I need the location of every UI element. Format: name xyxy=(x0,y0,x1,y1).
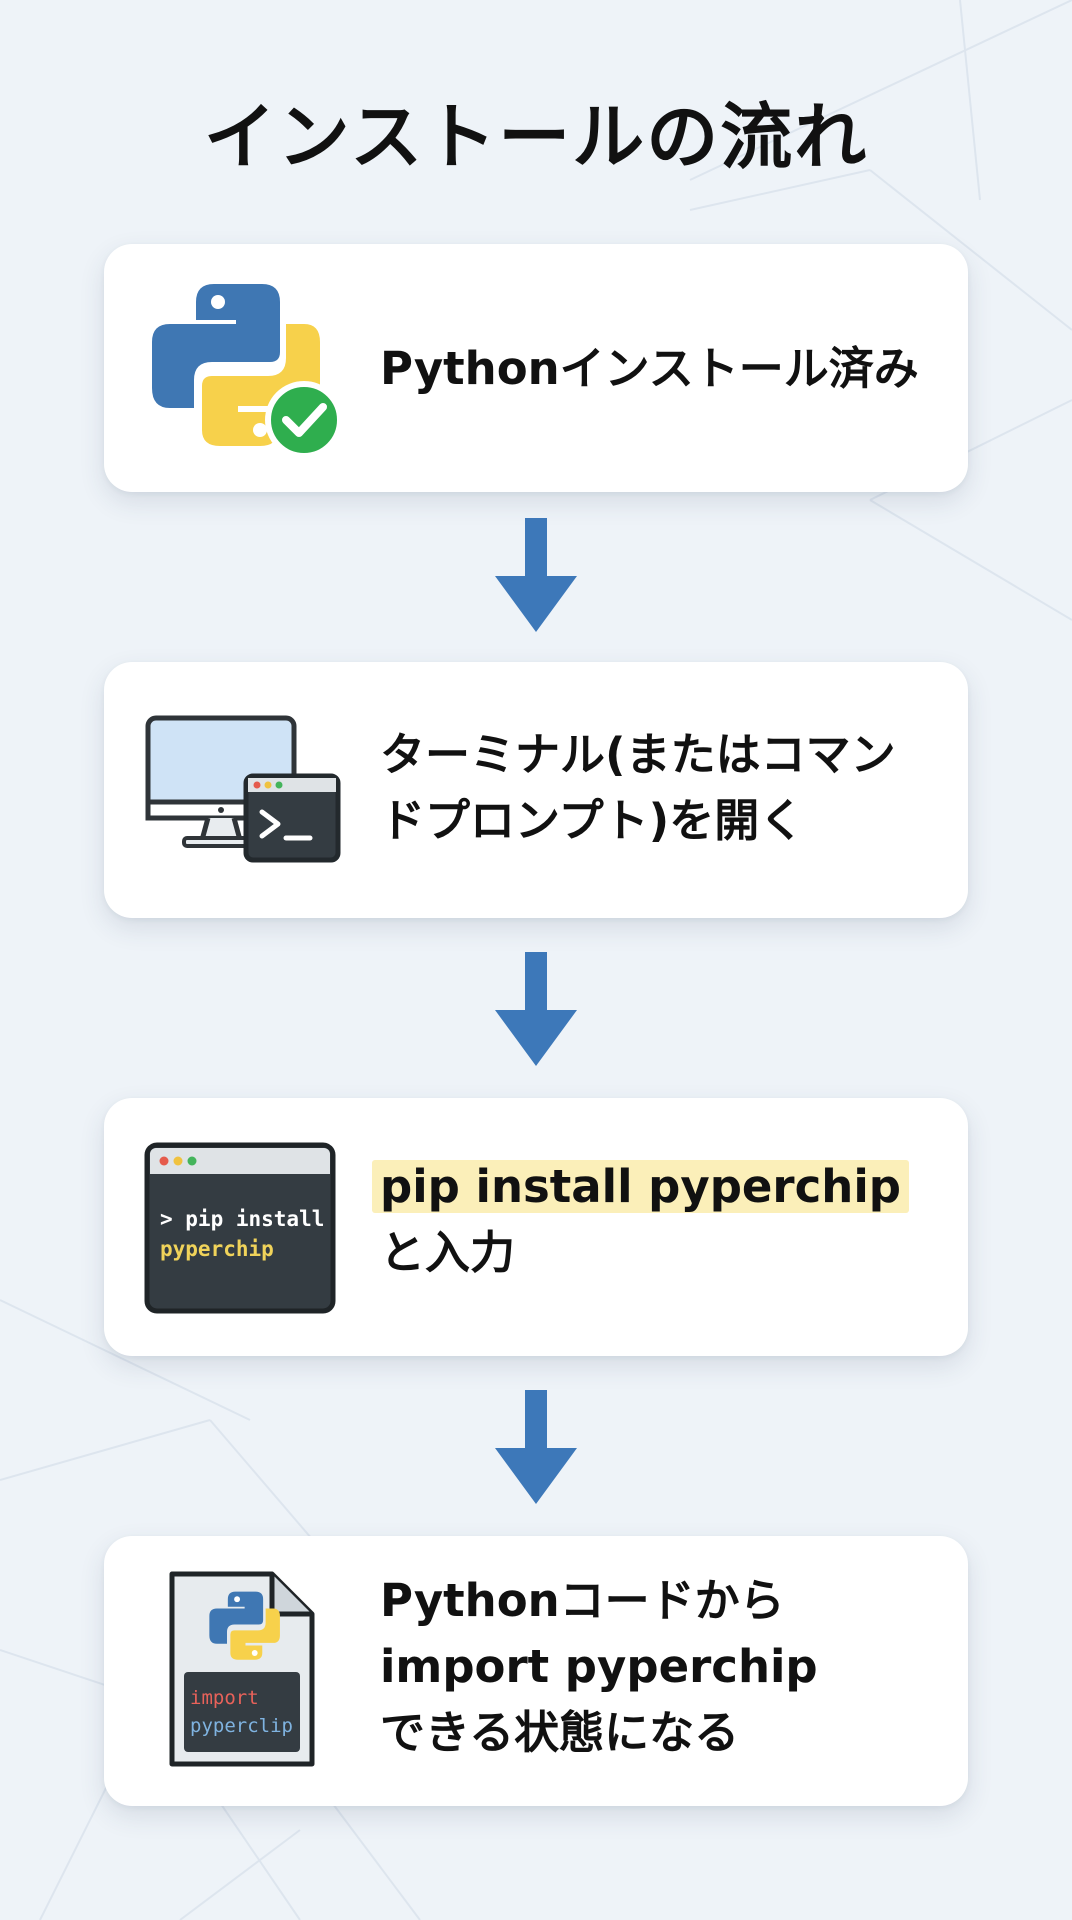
file-code-line2: pyperclip xyxy=(190,1715,293,1737)
step-4-text: Pythonコードから import pyperchip できる状態になる xyxy=(380,1574,818,1759)
step-1-text: Pythonインストール済み xyxy=(380,342,919,395)
file-code-line1: import xyxy=(190,1687,259,1709)
step-2-text: ターミナル(またはコマン ドプロンプト)を開く xyxy=(380,728,896,847)
python-check-icon xyxy=(144,280,344,464)
down-arrow-icon xyxy=(495,1390,577,1504)
down-arrow-icon xyxy=(495,952,577,1066)
terminal-command-line1: > pip install xyxy=(160,1207,324,1231)
step-3-card: > pip install pyperchip pip install pype… xyxy=(104,1098,968,1356)
step-2-card: ターミナル(またはコマン ドプロンプト)を開く xyxy=(104,662,968,918)
step-4-card: import pyperclip Pythonコードから import pype… xyxy=(104,1536,968,1806)
step-3-text: pip install pyperchip と入力 xyxy=(372,1154,938,1286)
terminal-window-icon: > pip install pyperchip xyxy=(144,1142,336,1318)
python-file-icon: import pyperclip xyxy=(166,1570,318,1774)
step-1-card: Pythonインストール済み xyxy=(104,244,968,492)
computer-terminal-icon xyxy=(144,714,344,870)
command-highlight: pip install pyperchip xyxy=(372,1160,909,1213)
page-title: インストールの流れ xyxy=(203,95,869,179)
terminal-command-line2: pyperchip xyxy=(160,1237,274,1261)
down-arrow-icon xyxy=(495,518,577,632)
